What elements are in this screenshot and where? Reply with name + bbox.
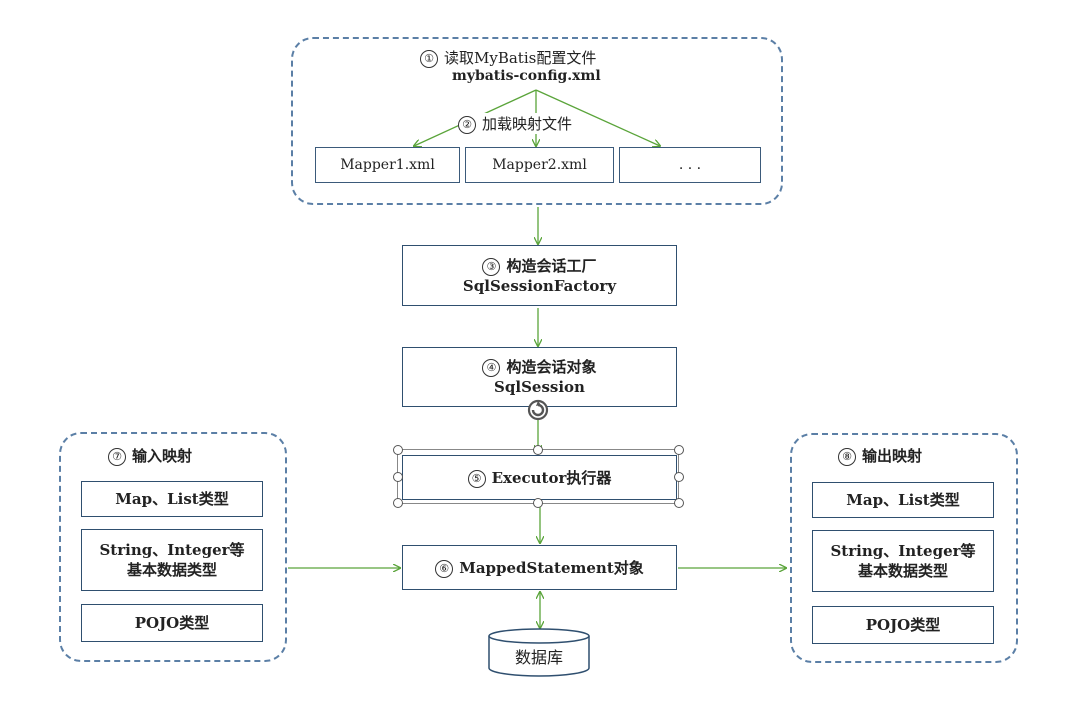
input-string-integer-box: String、Integer等 基本数据类型 (81, 529, 263, 591)
executor-label: Executor执行器 (491, 468, 612, 487)
input-title-text: 输入映射 (132, 447, 193, 465)
mapper1-box: Mapper1.xml (315, 147, 460, 183)
selection-handle-bottom-center[interactable] (533, 498, 543, 508)
step-8-badge: ⑧ (838, 448, 856, 466)
session-title-text: 构造会话对象 (506, 358, 597, 376)
statement-title: ⑥ MappedStatement对象 (435, 558, 644, 578)
config-title-text: 读取MyBatis配置文件 (444, 49, 597, 67)
output-string-integer-box: String、Integer等 基本数据类型 (812, 530, 994, 592)
executor-box[interactable]: ⑤ Executor执行器 (402, 455, 677, 500)
session-box: ④ 构造会话对象 SqlSession (402, 347, 677, 407)
session-title: ④ 构造会话对象 (482, 357, 597, 377)
step-5-badge: ⑤ (467, 469, 486, 488)
selection-handle-middle-left[interactable] (393, 472, 403, 482)
selection-handle-bottom-left[interactable] (393, 498, 403, 508)
step-6-badge: ⑥ (435, 559, 454, 578)
selection-frame (397, 449, 679, 504)
factory-box: ③ 构造会话工厂 SqlSessionFactory (402, 245, 677, 306)
input-pojo-box: POJO类型 (81, 604, 263, 642)
more-mappers-label: . . . (678, 157, 702, 173)
step-4-badge: ④ (482, 359, 501, 377)
selection-handle-top-center[interactable] (533, 445, 543, 455)
mapper1-label: Mapper1.xml (340, 157, 435, 173)
selection-handle-top-right[interactable] (674, 445, 684, 455)
rotate-handle-icon[interactable] (526, 398, 550, 422)
step-2-badge: ② (458, 116, 476, 134)
config-group (291, 37, 783, 205)
database-label: 数据库 (515, 648, 564, 667)
step-7-badge: ⑦ (108, 448, 126, 466)
selection-handle-top-left[interactable] (393, 445, 403, 455)
factory-name: SqlSessionFactory (462, 276, 617, 295)
selection-handle-middle-right[interactable] (674, 472, 684, 482)
statement-label: MappedStatement对象 (459, 558, 644, 577)
output-title-text: 输出映射 (862, 447, 923, 465)
mapping-label: ② 加载映射文件 (458, 113, 573, 134)
input-group (59, 432, 287, 662)
output-title: ⑧ 输出映射 (838, 445, 922, 466)
output-string-integer-label: String、Integer等 (830, 542, 976, 560)
executor-title: ⑤ Executor执行器 (467, 468, 612, 488)
input-map-list-label: Map、List类型 (115, 490, 229, 508)
more-mappers-box: . . . (619, 147, 761, 183)
input-title: ⑦ 输入映射 (108, 445, 192, 466)
input-string-integer-label: String、Integer等 (99, 541, 245, 559)
session-name: SqlSession (494, 378, 585, 396)
input-basic-types-label: 基本数据类型 (126, 561, 217, 579)
output-basic-types-label: 基本数据类型 (857, 562, 948, 580)
input-map-list-box: Map、List类型 (81, 481, 263, 517)
mapping-label-text: 加载映射文件 (482, 115, 573, 133)
arrow-config-more (535, 89, 660, 146)
config-file-name: mybatis-config.xml (452, 68, 601, 84)
step-1-badge: ① (420, 50, 438, 68)
mapper2-box: Mapper2.xml (465, 147, 614, 183)
database-cylinder (488, 628, 590, 677)
selection-handle-bottom-right[interactable] (674, 498, 684, 508)
output-pojo-box: POJO类型 (812, 606, 994, 644)
factory-title-text: 构造会话工厂 (506, 256, 597, 275)
output-pojo-label: POJO类型 (865, 616, 941, 634)
factory-title: ③ 构造会话工厂 (482, 256, 597, 276)
step-3-badge: ③ (482, 257, 501, 276)
output-group (790, 433, 1018, 663)
input-pojo-label: POJO类型 (134, 614, 210, 632)
mapper2-label: Mapper2.xml (492, 157, 587, 173)
statement-box: ⑥ MappedStatement对象 (402, 545, 677, 590)
output-map-list-box: Map、List类型 (812, 482, 994, 518)
output-map-list-label: Map、List类型 (846, 491, 960, 509)
config-title: ① 读取MyBatis配置文件 (420, 47, 596, 68)
